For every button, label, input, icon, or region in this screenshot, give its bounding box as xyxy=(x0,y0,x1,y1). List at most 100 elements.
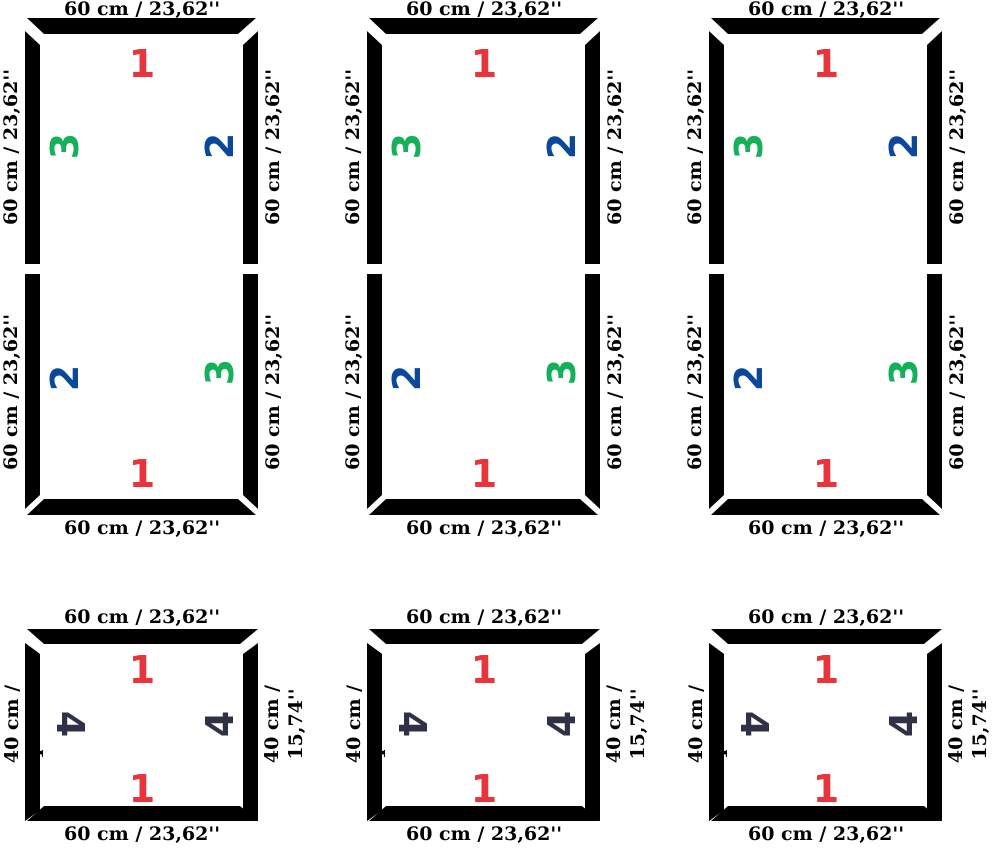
label-mask xyxy=(382,700,406,750)
left-upper-dimension-label: 60 cm / 23,62'' xyxy=(0,69,22,225)
short-frame-1: 60 cm / 23,62''60 cm / 23,62''40 cm /15,… xyxy=(1,606,307,845)
left-dimension-label: 40 cm / xyxy=(1,685,23,763)
frame-left-upper-bar xyxy=(367,31,382,264)
right-dimension-label-line2: 15,74'' xyxy=(627,688,649,759)
right-dimension-label: 40 cm / xyxy=(945,685,967,763)
left-upper-dimension-label: 60 cm / 23,62'' xyxy=(342,69,364,225)
bottom-dimension-label: 60 cm / 23,62'' xyxy=(64,517,220,539)
left-lower-dimension-label: 60 cm / 23,62'' xyxy=(0,314,22,470)
bottom-dimension-label: 60 cm / 23,62'' xyxy=(64,823,220,845)
part-number-1: 1 xyxy=(471,42,497,86)
right-upper-dimension-label: 60 cm / 23,62'' xyxy=(262,69,284,225)
part-number-2: 2 xyxy=(385,365,429,391)
part-number-3: 3 xyxy=(385,133,429,159)
frame-right-lower-bar xyxy=(927,274,942,509)
frame-right-bar xyxy=(927,643,942,821)
part-number-3: 3 xyxy=(43,133,87,159)
bottom-dimension-label: 60 cm / 23,62'' xyxy=(748,823,904,845)
top-dimension-label: 60 cm / 23,62'' xyxy=(64,0,220,20)
part-number-4: 4 xyxy=(732,711,776,737)
frame-bottom-bar xyxy=(27,499,256,515)
frame-left-bar xyxy=(25,643,40,821)
frame-right-upper-bar xyxy=(927,31,942,264)
part-number-1: 1 xyxy=(813,648,839,692)
part-number-3: 3 xyxy=(727,133,771,159)
part-number-1: 1 xyxy=(813,42,839,86)
frame-right-upper-bar xyxy=(585,31,600,264)
short-frame-3: 60 cm / 23,62''60 cm / 23,62''40 cm /15,… xyxy=(685,606,991,845)
frame-top-bar xyxy=(27,629,258,644)
frame-right-lower-bar xyxy=(243,274,258,509)
right-dimension-label: 40 cm / xyxy=(603,685,625,763)
tall-frame-1: 60 cm / 23,62'' 60 cm / 23,62'' 60 cm / 23… xyxy=(0,0,284,539)
frame-top-bar xyxy=(369,18,598,34)
frame-right-lower-bar xyxy=(585,274,600,509)
frame-bottom-bar xyxy=(27,806,258,821)
part-number-1: 1 xyxy=(129,42,155,86)
part-number-1: 1 xyxy=(813,452,839,496)
left-dimension-label: 40 cm / xyxy=(343,685,365,763)
part-number-1: 1 xyxy=(471,767,497,811)
bottom-dimension-label: 60 cm / 23,62'' xyxy=(406,823,562,845)
right-lower-dimension-label: 60 cm / 23,62'' xyxy=(262,314,284,470)
frame-left-lower-bar xyxy=(709,274,724,509)
part-number-4: 4 xyxy=(882,711,926,737)
frame-right-bar xyxy=(585,643,600,821)
frame-left-upper-bar xyxy=(709,31,724,264)
frame-top-bar xyxy=(27,18,256,34)
part-number-3: 3 xyxy=(882,359,926,385)
left-upper-dimension-label: 60 cm / 23,62'' xyxy=(684,69,706,225)
part-number-2: 2 xyxy=(540,133,584,159)
part-number-3: 3 xyxy=(540,359,584,385)
bottom-dimension-label: 60 cm / 23,62'' xyxy=(406,517,562,539)
left-lower-dimension-label: 60 cm / 23,62'' xyxy=(342,314,364,470)
frame-top-bar xyxy=(369,629,600,644)
frame-top-bar xyxy=(711,18,940,34)
left-dimension-label: 40 cm / xyxy=(685,685,707,763)
frame-left-upper-bar xyxy=(25,31,40,264)
top-dimension-label: 60 cm / 23,62'' xyxy=(748,0,904,20)
top-dimension-label: 60 cm / 23,62'' xyxy=(64,606,220,628)
frame-left-lower-bar xyxy=(25,274,40,509)
bottom-dimension-label: 60 cm / 23,62'' xyxy=(748,517,904,539)
frame-top-bar xyxy=(711,629,942,644)
frame-bottom-bar xyxy=(711,499,940,515)
frame-right-upper-bar xyxy=(243,31,258,264)
frame-left-bar xyxy=(367,643,382,821)
top-dimension-label: 60 cm / 23,62'' xyxy=(748,606,904,628)
left-lower-dimension-label: 60 cm / 23,62'' xyxy=(684,314,706,470)
part-number-4: 4 xyxy=(198,711,242,737)
part-number-1: 1 xyxy=(813,767,839,811)
part-number-4: 4 xyxy=(540,711,584,737)
part-number-1: 1 xyxy=(129,767,155,811)
right-dimension-label-line2: 15,74'' xyxy=(285,688,307,759)
part-number-2: 2 xyxy=(882,133,926,159)
part-number-2: 2 xyxy=(198,133,242,159)
short-frame-2: 60 cm / 23,62''60 cm / 23,62''40 cm /15,… xyxy=(343,606,649,845)
part-number-3: 3 xyxy=(198,359,242,385)
frame-right-bar xyxy=(243,643,258,821)
tall-frame-2: 60 cm / 23,62'' 60 cm / 23,62'' 60 cm / 23… xyxy=(342,0,626,539)
part-number-1: 1 xyxy=(471,648,497,692)
part-number-1: 1 xyxy=(129,452,155,496)
part-number-4: 4 xyxy=(48,711,92,737)
right-lower-dimension-label: 60 cm / 23,62'' xyxy=(946,314,968,470)
label-mask xyxy=(40,700,64,750)
right-dimension-label: 40 cm / xyxy=(261,685,283,763)
part-number-2: 2 xyxy=(43,365,87,391)
label-mask xyxy=(724,700,748,750)
right-dimension-label-line2: 15,74'' xyxy=(969,688,991,759)
frame-left-bar xyxy=(709,643,724,821)
frame-bottom-bar xyxy=(711,806,942,821)
top-dimension-label: 60 cm / 23,62'' xyxy=(406,606,562,628)
part-number-2: 2 xyxy=(727,365,771,391)
frame-bottom-bar xyxy=(369,499,598,515)
frame-bottom-bar xyxy=(369,806,600,821)
part-number-4: 4 xyxy=(390,711,434,737)
frame-left-lower-bar xyxy=(367,274,382,509)
right-lower-dimension-label: 60 cm / 23,62'' xyxy=(604,314,626,470)
right-upper-dimension-label: 60 cm / 23,62'' xyxy=(604,69,626,225)
top-dimension-label: 60 cm / 23,62'' xyxy=(406,0,562,20)
part-number-1: 1 xyxy=(129,648,155,692)
